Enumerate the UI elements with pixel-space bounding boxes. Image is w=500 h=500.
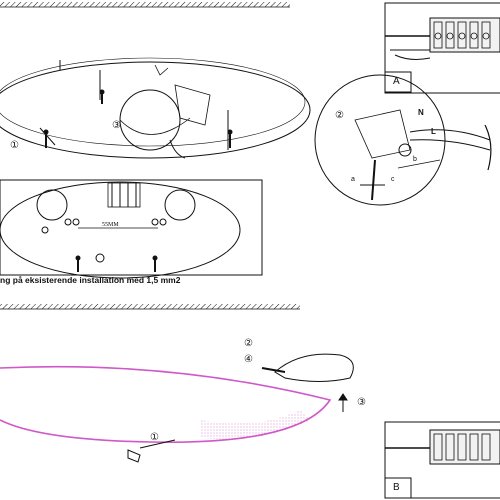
- lamp-shade: [0, 365, 332, 443]
- mounting-plate-front: [0, 179, 263, 279]
- installation-caption: ng på eksisterende installation med 1,5 …: [0, 275, 181, 285]
- mounting-plate-perspective: [0, 57, 311, 159]
- callout-step-3-bottom: ③: [357, 397, 366, 408]
- callout-step-2-bottom: ②: [244, 338, 253, 349]
- ceiling-hatch-middle: [0, 304, 300, 309]
- label-c: c: [391, 176, 395, 183]
- callout-step-3: ③: [112, 120, 121, 131]
- screw-icons: [43, 89, 233, 148]
- callout-step-1-bottom: ①: [150, 432, 159, 443]
- label-neutral: N: [418, 108, 424, 117]
- ceiling-hatch-top: [0, 2, 290, 7]
- label-b: b: [413, 156, 417, 163]
- box-b-label: B: [393, 482, 400, 493]
- box-a-label: A: [393, 76, 400, 87]
- label-live: L: [431, 127, 436, 136]
- label-a: a: [351, 176, 355, 183]
- callout-step-4-bottom: ④: [244, 354, 253, 365]
- callout-step-1: ①: [10, 140, 19, 151]
- callout-step-2: ②: [335, 110, 344, 121]
- magnified-wiring-detail: [314, 74, 492, 206]
- terminal-box-b: [384, 421, 500, 499]
- hand-and-screw: [127, 353, 354, 463]
- dimension-label: 55MM: [102, 222, 119, 228]
- terminal-box-a: [384, 2, 500, 94]
